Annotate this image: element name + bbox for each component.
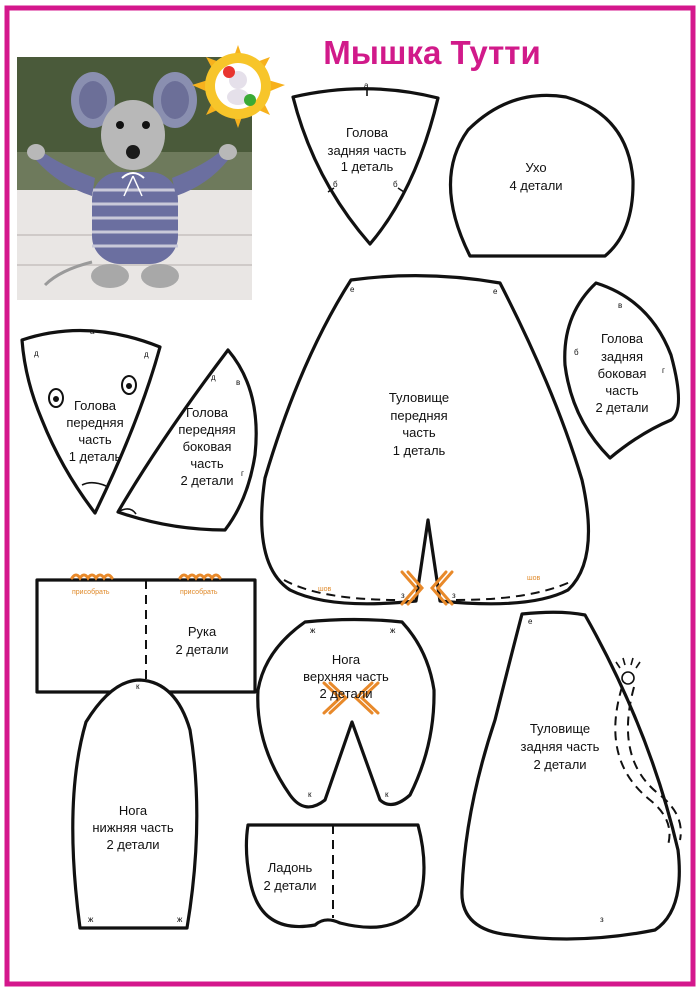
gather-mark-right (178, 573, 222, 581)
svg-text:д: д (34, 349, 39, 358)
svg-text:к: к (385, 790, 389, 799)
svg-text:ж: ж (88, 915, 94, 924)
dart-arrows-leg (322, 681, 380, 715)
gather-mark-left (70, 573, 114, 581)
svg-text:е: е (493, 287, 498, 296)
toy-foot-left (91, 264, 129, 288)
toy-head (101, 100, 165, 170)
svg-text:ж: ж (390, 626, 396, 635)
svg-text:г: г (662, 366, 665, 375)
svg-text:присобрать: присобрать (72, 588, 110, 596)
svg-text:к: к (308, 790, 312, 799)
svg-text:д: д (144, 350, 149, 359)
svg-text:г: г (241, 469, 244, 478)
svg-text:в: в (618, 301, 622, 310)
page-border (4, 5, 696, 987)
tail-placement-mark (614, 657, 682, 846)
svg-text:з: з (452, 591, 456, 600)
toy-photo (17, 57, 252, 300)
svg-text:ж: ж (310, 626, 316, 635)
eye-mark-left (48, 388, 64, 408)
svg-text:з: з (600, 915, 604, 924)
svg-text:в: в (236, 378, 240, 387)
svg-text:к: к (136, 682, 140, 691)
svg-text:е: е (528, 617, 533, 626)
svg-text:е: е (350, 285, 355, 294)
dart-arrows-front (400, 570, 454, 606)
svg-text:б: б (333, 180, 338, 189)
svg-text:шов: шов (318, 586, 332, 593)
svg-text:присобрать: присобрать (180, 588, 218, 596)
svg-text:з: з (401, 591, 405, 600)
svg-text:б: б (393, 180, 398, 189)
toy-foot-right (141, 264, 179, 288)
svg-text:а: а (364, 81, 369, 90)
svg-text:б: б (574, 348, 579, 357)
svg-text:шов: шов (527, 575, 541, 582)
svg-text:д: д (211, 373, 216, 382)
sun-logo-badge (192, 45, 285, 128)
eye-mark-right (121, 375, 137, 395)
page-title: Мышка Тутти (323, 34, 540, 71)
svg-text:ж: ж (177, 915, 183, 924)
svg-text:а: а (90, 327, 95, 336)
